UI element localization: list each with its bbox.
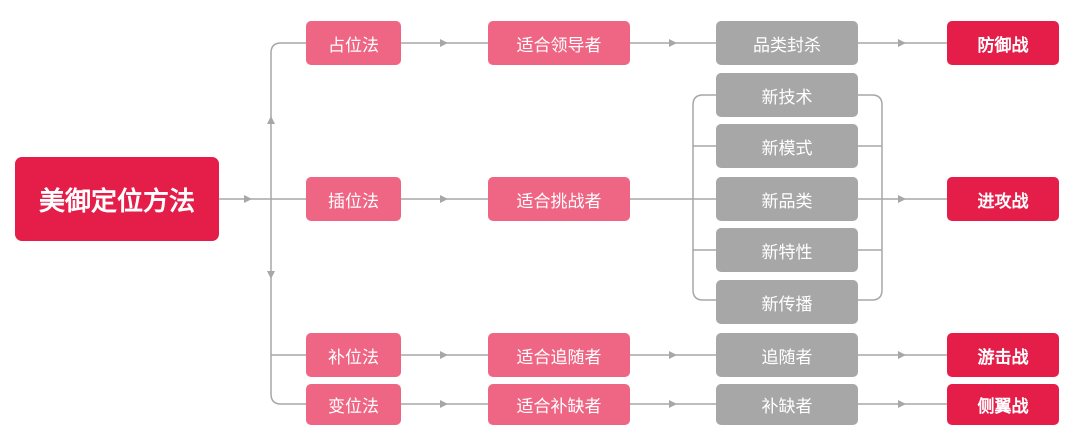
result-flank: 侧翼战 [947,384,1059,425]
action-nicher: 补缺者 [716,384,858,425]
result-guerrilla: 游击战 [947,333,1059,377]
action-new-model: 新模式 [716,124,858,168]
role-leader: 适合领导者 [488,21,630,65]
action-new-tech: 新技术 [716,73,858,117]
role-challenger: 适合挑战者 [488,177,630,221]
method-shift: 变位法 [306,384,401,425]
action-new-spread: 新传播 [716,280,858,324]
action-new-category: 新品类 [716,177,858,221]
result-offense: 进攻战 [947,177,1059,221]
root-node: 美御定位方法 [15,157,219,241]
action-new-feature: 新特性 [716,228,858,272]
action-follower: 追随者 [716,333,858,377]
method-insert: 插位法 [306,177,401,221]
method-fill: 补位法 [306,333,401,377]
action-category-block: 品类封杀 [716,21,858,65]
method-occupy: 占位法 [306,21,401,65]
role-nicher: 适合补缺者 [488,384,630,425]
role-follower: 适合追随者 [488,333,630,377]
result-defense: 防御战 [947,21,1059,65]
